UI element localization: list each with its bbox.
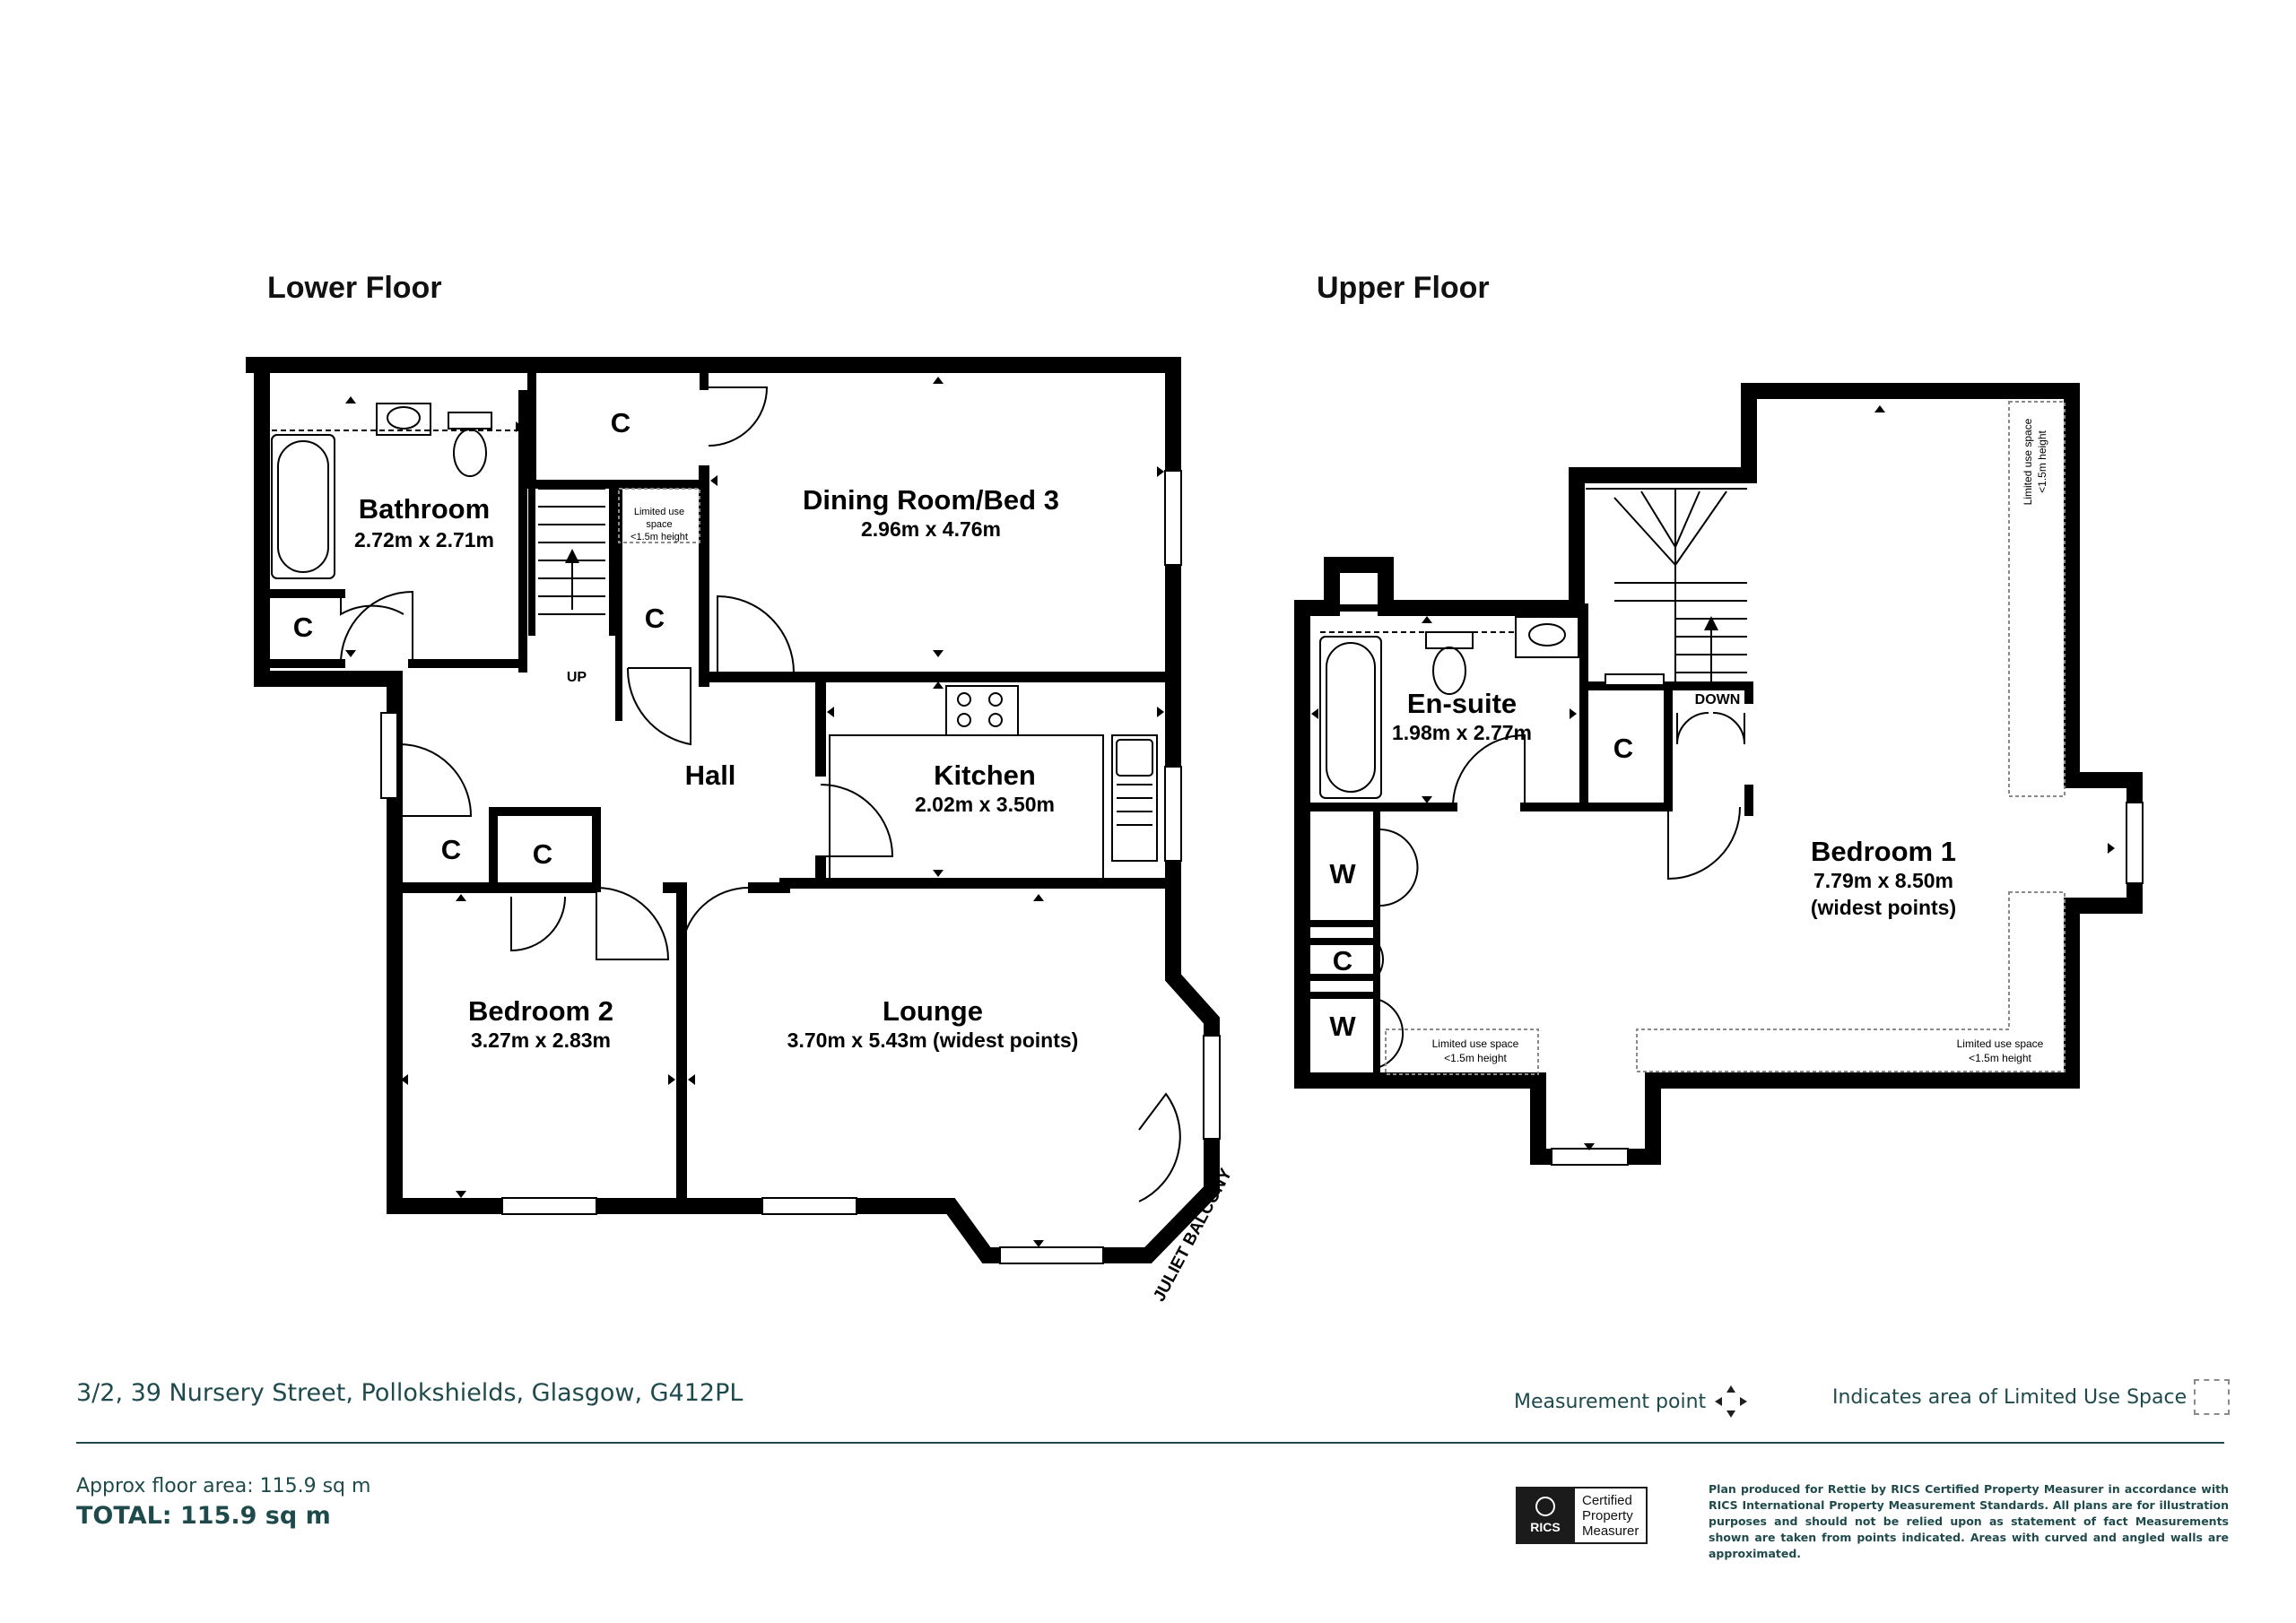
upper-floor-title: Upper Floor [1317, 271, 1490, 305]
cupboard-label: C [441, 834, 461, 865]
bedroom1-note: (widest points) [1811, 896, 1956, 919]
ltd-stair-2: space [646, 519, 672, 530]
up-label: UP [567, 670, 587, 685]
total-area: TOTAL: 115.9 sq m [76, 1502, 331, 1530]
ltd-space-label: Limited use space [1957, 1037, 2044, 1050]
ltd-space-stair [618, 488, 700, 543]
lower-windows [380, 470, 1221, 1264]
upper-windows [1551, 673, 2144, 1166]
lounge-name: Lounge [883, 995, 983, 1027]
lower-floor-title: Lower Floor [267, 271, 442, 305]
kitchen-dims: 2.02m x 3.50m [915, 793, 1055, 816]
ltd-height-label: <1.5m height [2036, 430, 2048, 492]
bedroom1-dims: 7.79m x 8.50m [1813, 869, 1953, 892]
hob [945, 685, 1019, 736]
cupboard-label: C [1613, 733, 1633, 764]
cupboard-label: C [645, 603, 665, 634]
toilet [453, 429, 487, 477]
bathroom-name: Bathroom [359, 493, 490, 525]
cupboard-label: C [533, 838, 552, 870]
ltd-stair-1: Limited use [634, 507, 684, 517]
measurement-point-legend: Measurement point [1514, 1384, 1749, 1419]
hall-name: Hall [685, 759, 736, 791]
rics-badge: RICS Certified Property Measurer [1516, 1487, 1648, 1544]
ltd-stair-3: <1.5m height [631, 532, 688, 542]
bedroom2-dims: 3.27m x 2.83m [471, 1028, 611, 1052]
measurement-points-lower [257, 377, 1164, 1247]
lower-doors [340, 386, 1181, 1202]
wardrobe-label: W [1329, 858, 1356, 890]
lounge-dims: 3.70m x 5.43m (widest points) [787, 1028, 1079, 1052]
wardrobe-walls [1308, 808, 1380, 1075]
upper-fixtures [1319, 401, 2066, 1075]
limited-use-swatch [2194, 1379, 2231, 1415]
upper-doors [1378, 712, 1745, 1068]
sink [1111, 734, 1158, 862]
ensuite-bath [1319, 636, 1382, 799]
footer-divider [76, 1442, 2224, 1444]
measurement-point-icon [1715, 1385, 1748, 1418]
kitchen-name: Kitchen [934, 759, 1036, 791]
cupboard-label: C [611, 407, 631, 438]
rics-logo: RICS [1516, 1487, 1575, 1544]
small-cupboards [489, 807, 601, 892]
ltd-space-label: Limited use space [1432, 1037, 1519, 1050]
ensuite-dims: 1.98m x 2.77m [1392, 721, 1532, 744]
dining-dims: 2.96m x 4.76m [861, 517, 1001, 541]
ensuite-name: En-suite [1407, 688, 1517, 719]
wardrobe-label: W [1329, 1011, 1356, 1042]
bedroom2-name: Bedroom 2 [468, 995, 613, 1027]
rics-logo-text: RICS [1530, 1520, 1561, 1534]
cupboard-label: C [293, 612, 313, 643]
ltd-height-label: <1.5m height [1444, 1052, 1507, 1064]
approx-floor-area: Approx floor area: 115.9 sq m [76, 1475, 371, 1497]
rics-cert-line: Property [1582, 1507, 1633, 1523]
lower-fixtures [271, 403, 1158, 880]
rics-certification: Certified Property Measurer [1575, 1487, 1648, 1544]
bathtub [271, 434, 335, 579]
basin [376, 403, 431, 436]
property-address: 3/2, 39 Nursery Street, Pollokshields, G… [76, 1379, 744, 1407]
limited-use-label: Indicates area of Limited Use Space [1832, 1385, 2187, 1409]
measurement-points-upper [1311, 405, 2115, 1150]
rics-globe-icon [1535, 1497, 1555, 1516]
rics-cert-line: Certified [1582, 1492, 1632, 1508]
worktop [829, 734, 1104, 880]
toilet-cistern [448, 412, 492, 430]
ltd-height-label: <1.5m height [1969, 1052, 2031, 1064]
limited-use-legend: Indicates area of Limited Use Space [1832, 1379, 2231, 1415]
cupboard-label: C [1333, 945, 1352, 976]
ltd-space-label: Limited use space [2022, 418, 2034, 505]
bathroom-dims: 2.72m x 2.71m [354, 528, 494, 551]
dining-name: Dining Room/Bed 3 [803, 484, 1059, 516]
bedroom1-name: Bedroom 1 [1811, 836, 1956, 867]
rics-cert-line: Measurer [1582, 1523, 1639, 1539]
disclaimer: Plan produced for Rettie by RICS Certifi… [1709, 1482, 2229, 1560]
measurement-point-label: Measurement point [1514, 1390, 1707, 1413]
down-label: DOWN [1695, 692, 1741, 707]
